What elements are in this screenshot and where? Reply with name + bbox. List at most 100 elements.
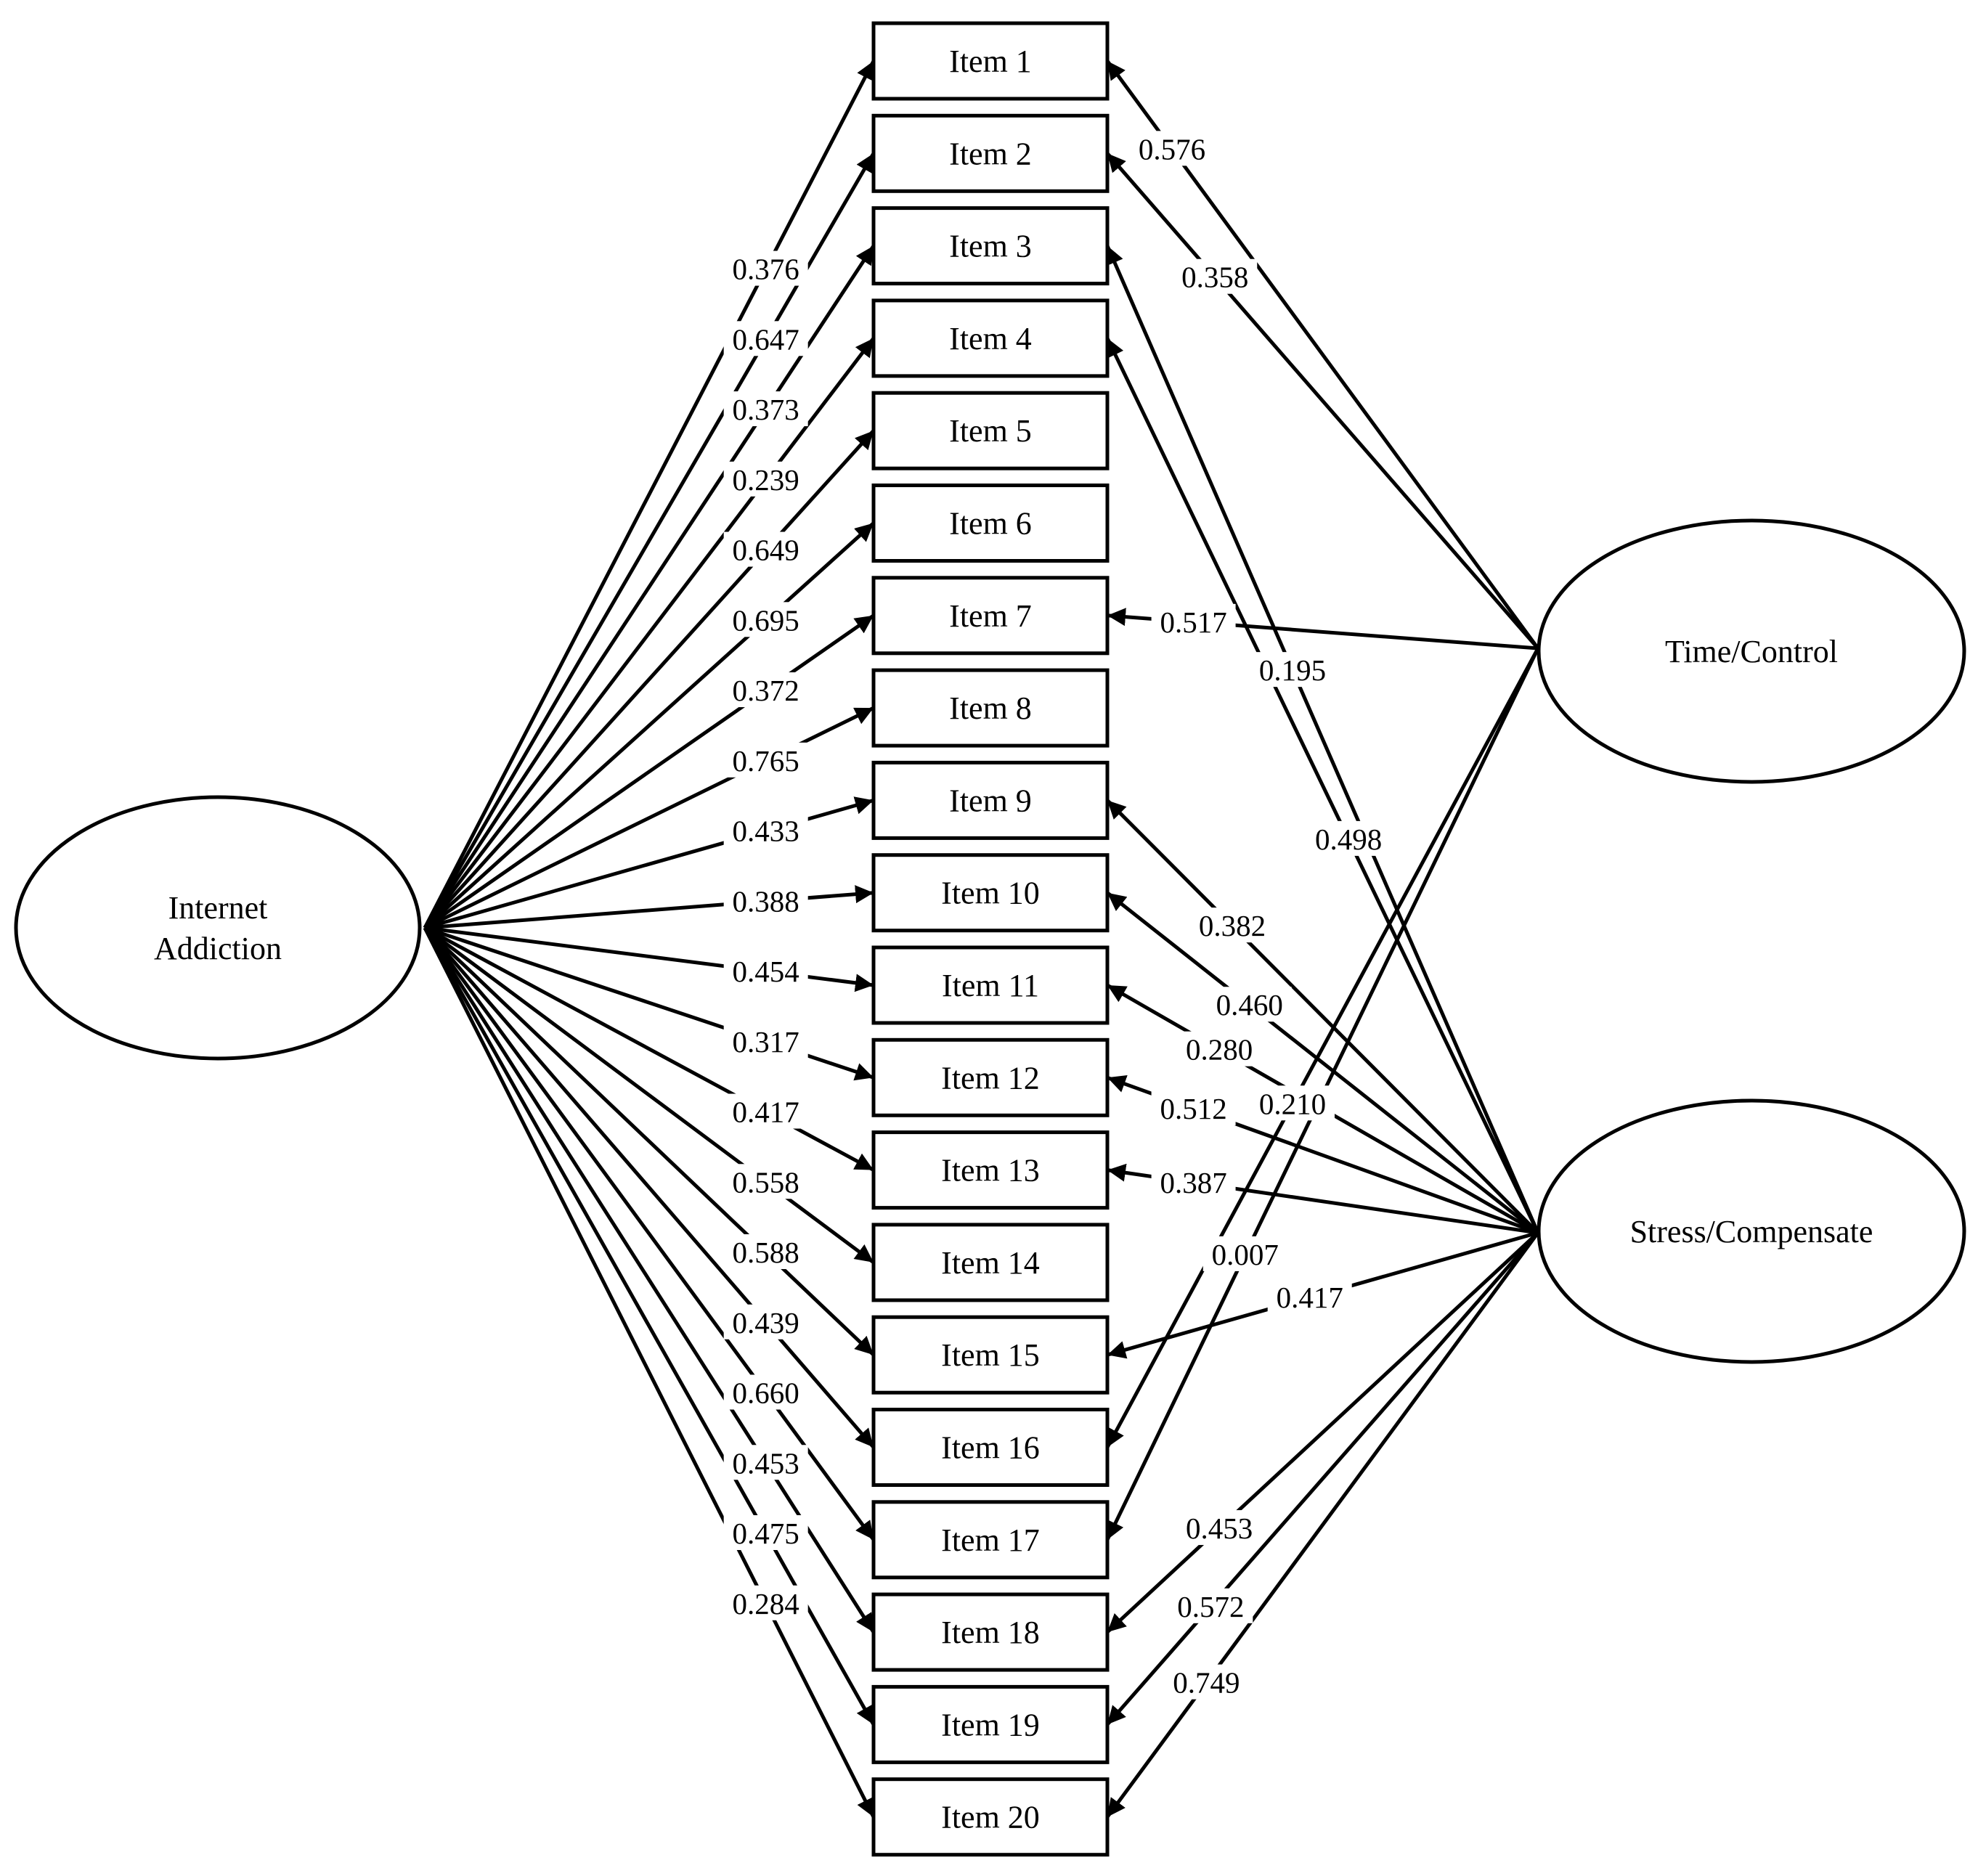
- factor-tc: Time/Control: [1537, 518, 1966, 784]
- loading-label-ia-item-5: 0.649: [723, 531, 808, 567]
- item-box-rect: [871, 1777, 1110, 1857]
- loading-label-bg: [1151, 1164, 1236, 1199]
- path-sc-item-10: [1106, 891, 1539, 1234]
- item-label: Item 9: [949, 783, 1032, 818]
- loading-label-bg: [1168, 1588, 1253, 1623]
- loading-label-ia-item-13: 0.417: [723, 1093, 808, 1129]
- path-tc-item-16: [1105, 647, 1540, 1448]
- loading-label-sc-item-13: 0.387: [1151, 1164, 1236, 1199]
- item-label: Item 1: [949, 44, 1032, 79]
- item-label: Item 11: [942, 968, 1039, 1003]
- path-ia-item-4: [423, 337, 875, 929]
- loading-value: 0.475: [733, 1517, 799, 1550]
- loading-value: 0.572: [1177, 1590, 1244, 1623]
- path-ia-item-1: [423, 60, 876, 929]
- item-box-rect: [871, 1223, 1110, 1302]
- item-label: Item 4: [949, 321, 1032, 356]
- loading-label-sc-item-9: 0.382: [1189, 908, 1274, 943]
- item-box-17: Item 17: [871, 1500, 1110, 1580]
- loading-label-bg: [723, 602, 808, 637]
- path-ia-item-5: [423, 429, 875, 929]
- factor-ellipse: [1537, 1098, 1966, 1364]
- factor-label: Addiction: [154, 931, 282, 966]
- path-ia-item-17: [423, 926, 876, 1541]
- item-box-14: Item 14: [871, 1223, 1110, 1302]
- loading-label-bg: [723, 883, 808, 918]
- path-ia-item-15: [423, 926, 875, 1357]
- item-box-11: Item 11: [871, 945, 1110, 1025]
- loading-value: 0.512: [1160, 1092, 1226, 1125]
- path-sc-item-20: [1105, 1231, 1540, 1819]
- factor-label: Time/Control: [1665, 634, 1838, 669]
- item-label: Item 14: [941, 1245, 1040, 1281]
- item-label: Item 6: [949, 506, 1032, 542]
- loading-label-bg: [723, 1304, 808, 1339]
- loading-label-ia-item-18: 0.453: [723, 1445, 808, 1480]
- loading-label-sc-item-19: 0.572: [1168, 1588, 1253, 1623]
- loading-label-ia-item-7: 0.372: [723, 672, 808, 708]
- path-ia-item-14: [423, 926, 875, 1264]
- loading-value: 0.460: [1216, 988, 1283, 1021]
- loading-label-ia-item-20: 0.284: [723, 1585, 808, 1620]
- loading-value: 0.387: [1160, 1166, 1226, 1199]
- loading-value: 0.453: [1186, 1512, 1253, 1545]
- item-box-rect: [871, 206, 1110, 286]
- loading-label-sc-item-10: 0.460: [1207, 987, 1292, 1022]
- loading-label-bg: [723, 1234, 808, 1270]
- loading-label-bg: [723, 812, 808, 848]
- factor-ellipse: [1537, 518, 1966, 784]
- loading-label-ia-item-17: 0.660: [723, 1374, 808, 1410]
- loading-label-bg: [723, 1093, 808, 1129]
- loading-label-bg: [1250, 1085, 1335, 1121]
- item-box-rect: [871, 113, 1110, 193]
- loading-label-bg: [723, 1515, 808, 1551]
- item-box-6: Item 6: [871, 484, 1110, 563]
- item-box-16: Item 16: [871, 1408, 1110, 1487]
- path-sc-item-18: [1106, 1231, 1539, 1634]
- item-box-rect: [871, 1130, 1110, 1210]
- loading-label-tc-item-2: 0.358: [1173, 258, 1258, 294]
- path-sc-item-19: [1106, 1231, 1539, 1726]
- loading-value: 0.317: [733, 1025, 799, 1059]
- loading-label-sc-item-4: 0.498: [1306, 820, 1391, 856]
- loading-label-bg: [723, 391, 808, 427]
- item-box-7: Item 7: [871, 576, 1110, 656]
- loading-label-ia-item-11: 0.454: [723, 953, 808, 989]
- loading-value: 0.765: [733, 744, 799, 778]
- path-sc-item-4: [1105, 337, 1540, 1234]
- loading-value: 0.376: [733, 253, 799, 286]
- item-box-12: Item 12: [871, 1037, 1110, 1117]
- loading-label-ia-item-4: 0.239: [723, 461, 808, 497]
- item-box-10: Item 10: [871, 853, 1110, 933]
- loading-label-bg: [1151, 1090, 1236, 1126]
- item-label: Item 15: [941, 1337, 1040, 1373]
- loading-label-ia-item-12: 0.317: [723, 1023, 808, 1059]
- loading-label-bg: [1151, 603, 1236, 639]
- item-box-rect: [871, 1408, 1110, 1487]
- loading-label-ia-item-10: 0.388: [723, 883, 808, 918]
- loading-value: 0.498: [1315, 823, 1382, 856]
- loading-label-bg: [723, 1164, 808, 1199]
- loading-label-tc-item-1: 0.576: [1129, 131, 1214, 166]
- path-ia-item-18: [423, 926, 876, 1634]
- loading-label-bg: [1164, 1664, 1249, 1700]
- loading-value: 0.388: [733, 884, 799, 918]
- item-box-rect: [871, 298, 1110, 378]
- item-label: Item 10: [941, 876, 1040, 911]
- item-box-8: Item 8: [871, 668, 1110, 748]
- loading-label-tc-item-17: 0.007: [1202, 1236, 1287, 1271]
- path-ia-item-6: [423, 521, 875, 929]
- factor-sc: Stress/Compensate: [1537, 1098, 1966, 1364]
- loading-value: 0.558: [733, 1165, 799, 1199]
- loading-label-bg: [1202, 1236, 1287, 1271]
- item-box-rect: [871, 1315, 1110, 1395]
- loading-label-sc-item-20: 0.749: [1164, 1664, 1249, 1700]
- loading-label-sc-item-18: 0.453: [1177, 1510, 1262, 1546]
- loading-value: 0.439: [733, 1306, 799, 1339]
- loading-value: 0.433: [733, 815, 799, 848]
- loading-value: 0.239: [733, 463, 799, 497]
- loading-label-ia-item-1: 0.376: [723, 250, 808, 286]
- loading-value: 0.210: [1259, 1087, 1326, 1120]
